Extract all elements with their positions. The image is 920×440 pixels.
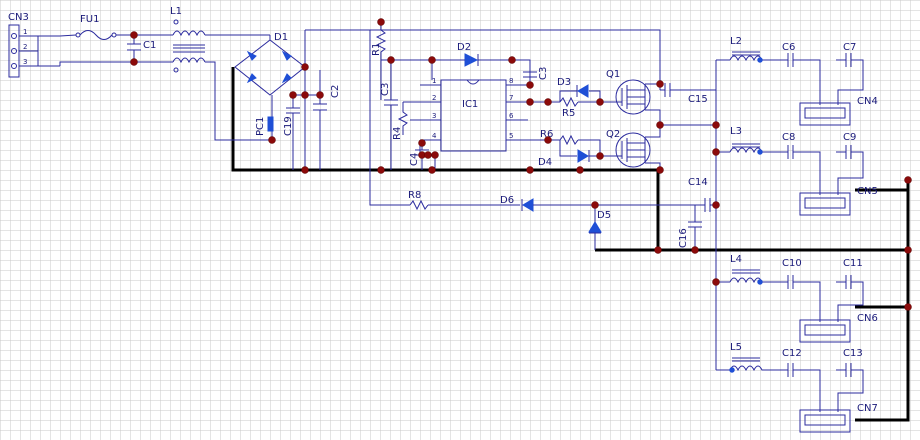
capacitor-c15[interactable]: C15 — [660, 83, 717, 125]
label-l5: L5 — [730, 342, 742, 353]
capacitor-c19[interactable]: C19 — [283, 95, 300, 170]
output-stage-cn7: L5 C12 C13 CN7 — [729, 342, 878, 433]
ground-bus — [231, 67, 910, 422]
pin-label: 4 — [432, 132, 437, 140]
label-d2: D2 — [457, 42, 471, 53]
capacitor-c6[interactable]: C6 — [782, 42, 821, 105]
label-fu1: FU1 — [80, 14, 99, 25]
label-q2: Q2 — [606, 129, 620, 140]
junction-nodes — [130, 18, 912, 373]
label-c14: C14 — [688, 177, 708, 188]
label-c3-right: C3 — [538, 67, 549, 80]
connector-cn7[interactable]: CN7 — [799, 403, 878, 433]
label-cn6: CN6 — [857, 313, 878, 324]
label-q1: Q1 — [606, 69, 620, 80]
pin-label: 2 — [23, 43, 27, 51]
capacitor-c3-right[interactable]: C3 — [523, 60, 549, 85]
capacitor-c10[interactable]: C10 — [782, 258, 821, 322]
resistor-r1[interactable]: R1 — [371, 22, 387, 60]
pin-label: 7 — [509, 94, 513, 102]
label-r5: R5 — [562, 108, 575, 119]
pin-label: 1 — [23, 28, 27, 36]
label-cn3: CN3 — [8, 12, 29, 23]
label-c7: C7 — [843, 42, 856, 53]
capacitor-c9[interactable]: C9 — [836, 132, 864, 195]
label-c10: C10 — [782, 258, 802, 269]
pin-label: 3 — [23, 58, 27, 66]
label-cn7: CN7 — [857, 403, 878, 414]
label-c6: C6 — [782, 42, 795, 53]
label-cn4: CN4 — [857, 96, 878, 107]
label-r6: R6 — [540, 129, 553, 140]
mosfet-q2[interactable]: Q2 — [600, 129, 651, 168]
label-c3-left: C3 — [380, 83, 391, 96]
ic1-controller[interactable]: IC1 1 2 3 4 8 7 6 5 — [420, 77, 528, 152]
output-stage-cn4: L2 C6 C7 CN4 — [729, 36, 878, 126]
connector-cn5[interactable]: CN5 — [799, 186, 878, 216]
label-c1: C1 — [143, 40, 156, 51]
label-d5: D5 — [597, 210, 611, 221]
label-l1: L1 — [170, 6, 182, 17]
resistor-r4[interactable]: R4 — [392, 101, 420, 140]
capacitor-c11[interactable]: C11 — [836, 258, 864, 322]
label-c8: C8 — [782, 132, 795, 143]
capacitor-c8[interactable]: C8 — [782, 132, 821, 195]
label-l3: L3 — [730, 126, 742, 137]
capacitor-c12[interactable]: C12 — [782, 348, 821, 412]
capacitor-c16[interactable]: C16 — [678, 205, 702, 250]
capacitor-c7[interactable]: C7 — [836, 42, 864, 105]
label-l4: L4 — [730, 254, 742, 265]
pin-label: 6 — [509, 112, 514, 120]
inductor-l3[interactable] — [729, 143, 782, 154]
capacitor-c14[interactable]: C14 — [688, 177, 716, 212]
capacitor-c2[interactable]: C2 — [313, 70, 341, 170]
label-c15: C15 — [688, 94, 708, 105]
label-ic1: IC1 — [462, 99, 478, 110]
output-stage-cn5: L3 C8 C9 CN5 — [729, 126, 878, 216]
mosfet-q1[interactable]: Q1 — [600, 69, 651, 115]
capacitor-c1[interactable]: C1 — [127, 35, 156, 62]
label-r4: R4 — [392, 127, 403, 140]
label-r1: R1 — [371, 43, 382, 56]
label-c2: C2 — [330, 85, 341, 98]
pin-label: 3 — [432, 112, 436, 120]
connector-cn6[interactable]: CN6 — [799, 313, 878, 343]
inductor-l2[interactable] — [729, 51, 782, 62]
resistor-r8[interactable]: R8 — [408, 190, 429, 211]
choke-l1[interactable]: L1 — [170, 6, 206, 73]
pin-label: 2 — [432, 94, 436, 102]
label-r8: R8 — [408, 190, 421, 201]
inductor-l5[interactable] — [729, 357, 782, 372]
label-c19: C19 — [283, 116, 294, 136]
output-stage-cn6: L4 C10 C11 CN6 — [729, 254, 878, 343]
resistor-r5[interactable]: R5 — [559, 96, 579, 119]
connector-cn4[interactable]: CN4 — [799, 96, 878, 126]
pin-label: 8 — [509, 77, 513, 85]
label-c9: C9 — [843, 132, 856, 143]
pin-label: 5 — [509, 132, 513, 140]
label-c16: C16 — [678, 228, 689, 248]
bridge-rectifier-d1[interactable]: D1 — [234, 32, 306, 96]
inductor-l4[interactable] — [729, 269, 782, 284]
label-d4: D4 — [538, 157, 552, 168]
label-d1: D1 — [274, 32, 288, 43]
label-cn5: CN5 — [857, 186, 878, 197]
label-c12: C12 — [782, 348, 802, 359]
resistor-r6[interactable]: R6 — [540, 129, 579, 146]
label-c13: C13 — [843, 348, 863, 359]
label-l2: L2 — [730, 36, 742, 47]
label-c11: C11 — [843, 258, 863, 269]
label-d3: D3 — [557, 77, 571, 88]
component-pc1[interactable]: PC1 — [255, 116, 274, 136]
label-c4: C4 — [409, 153, 420, 166]
capacitor-c3-left[interactable]: C3 — [380, 60, 398, 170]
label-d6: D6 — [500, 195, 514, 206]
pin-label: 1 — [432, 77, 436, 85]
capacitor-c13[interactable]: C13 — [836, 348, 864, 412]
label-pc1: PC1 — [255, 117, 266, 136]
